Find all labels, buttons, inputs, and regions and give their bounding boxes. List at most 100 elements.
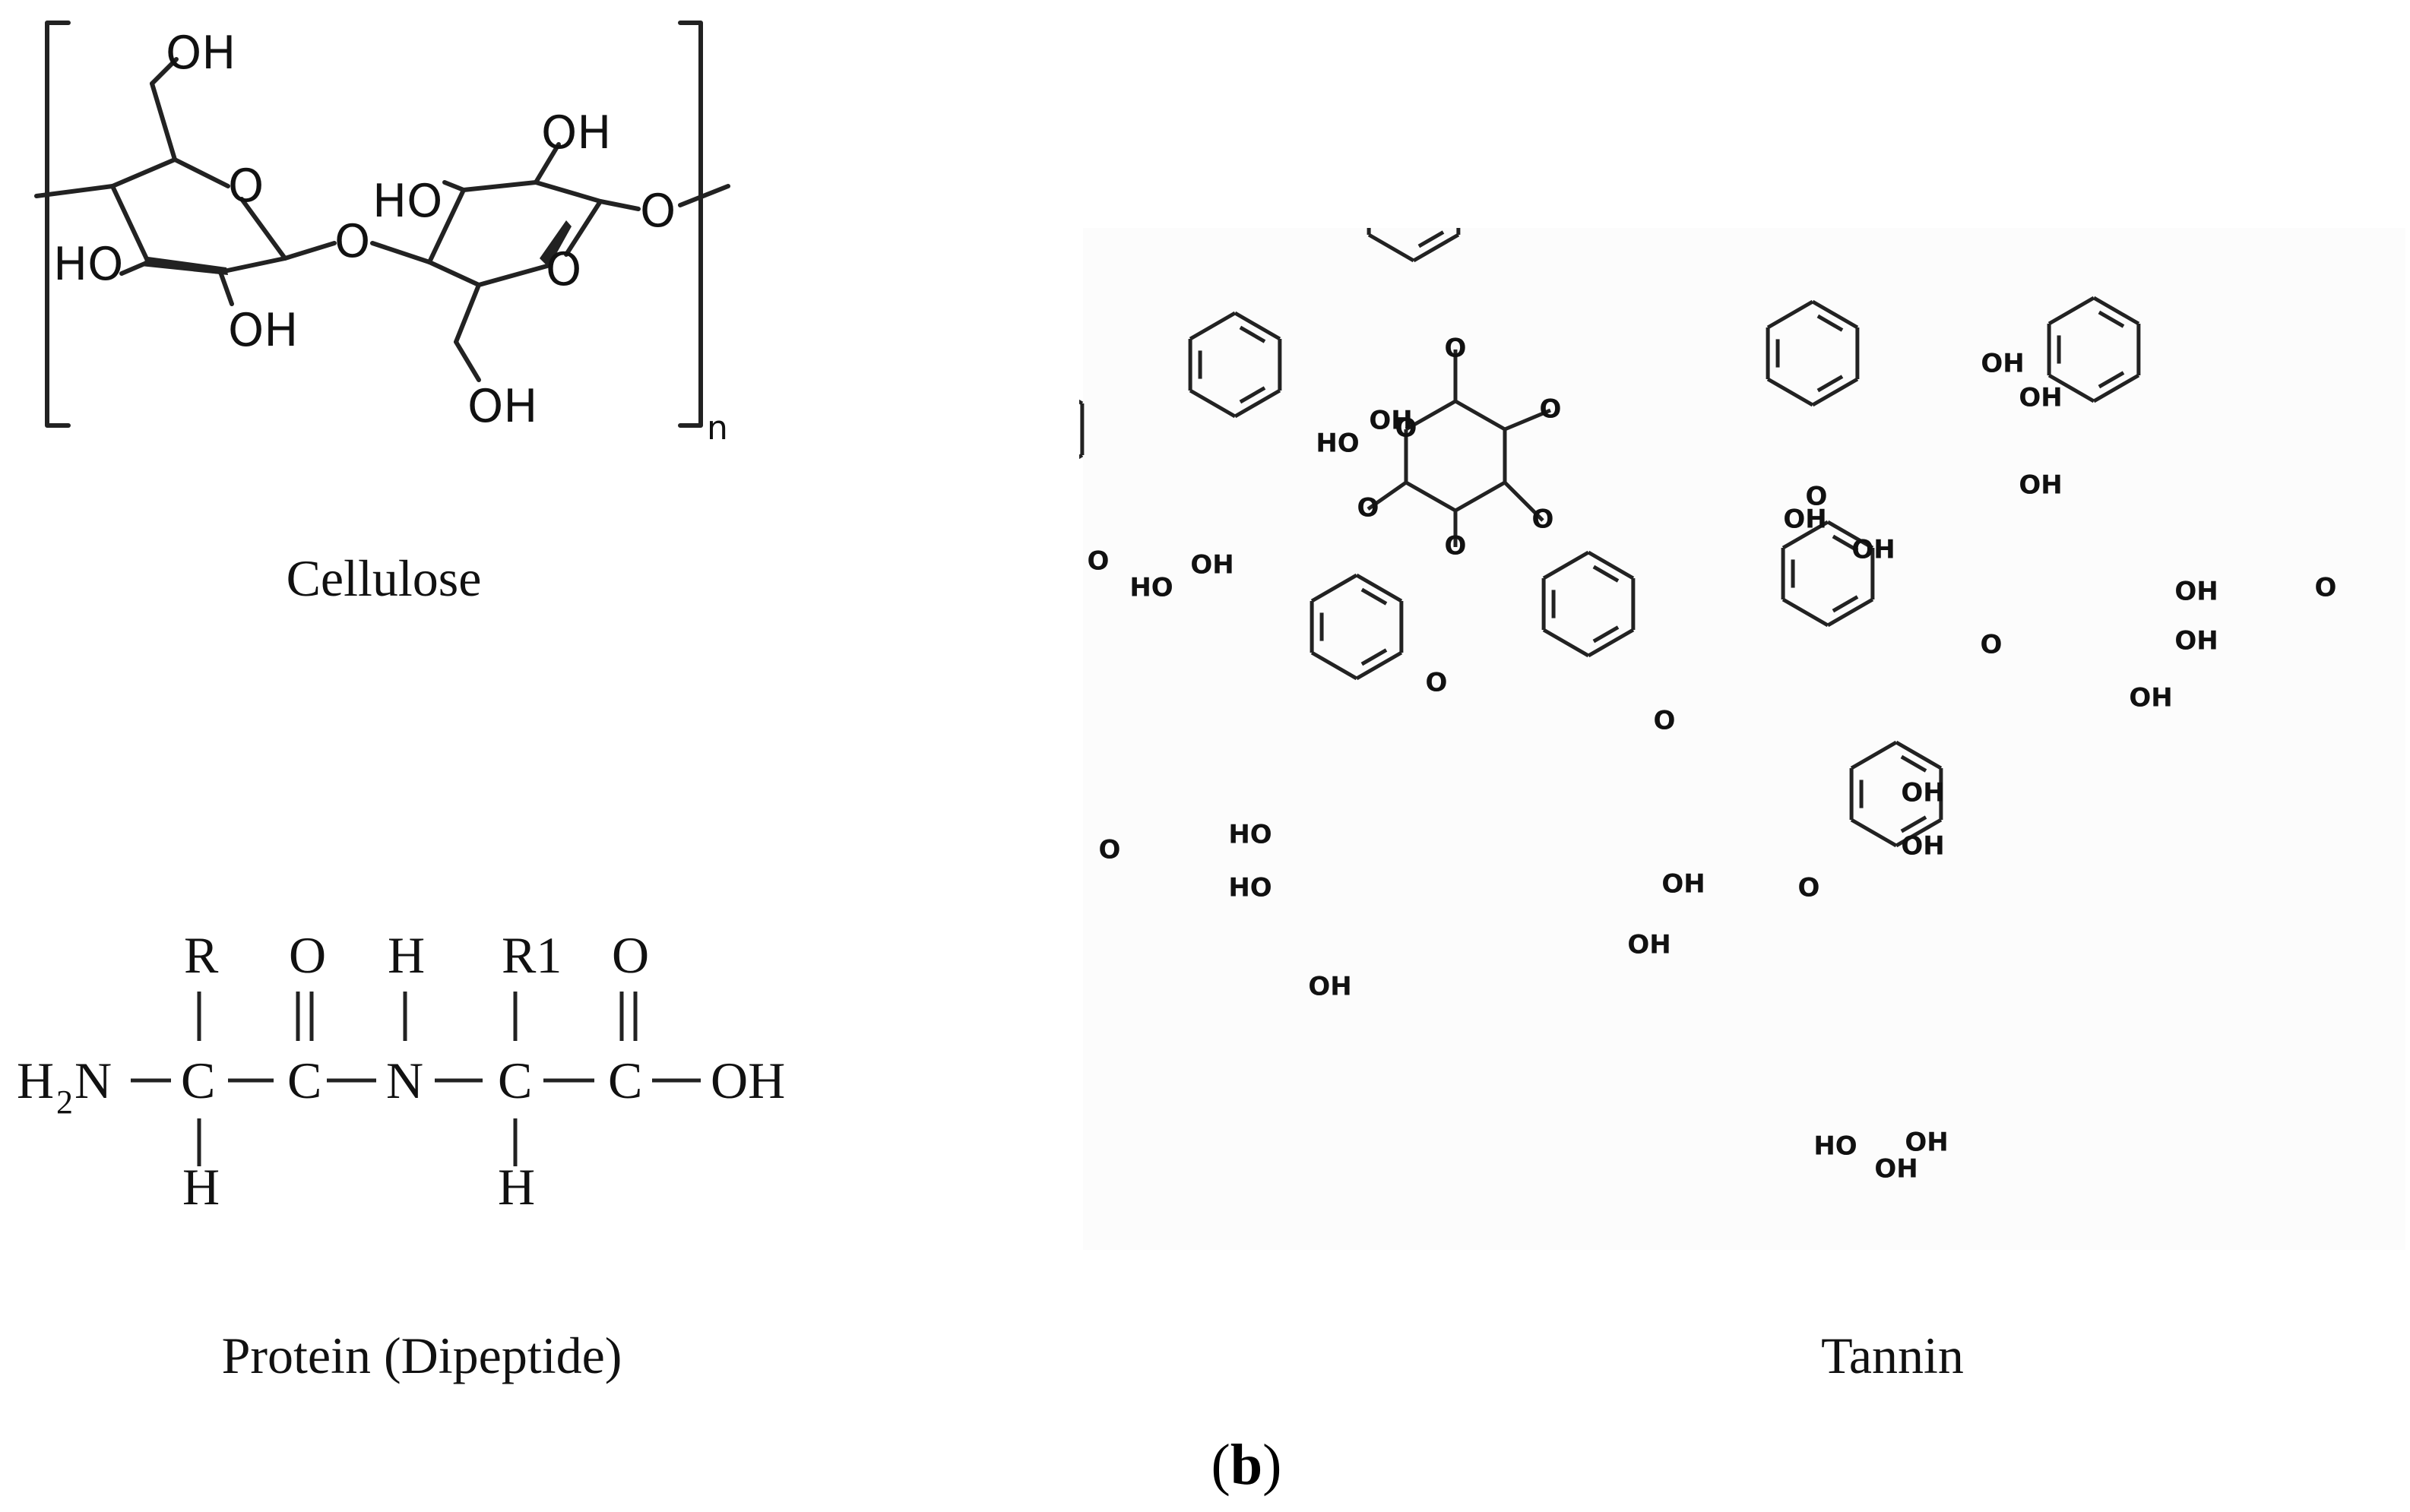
atom-carbonyl-o: O <box>1798 873 1820 903</box>
atom-o: O <box>1532 505 1554 535</box>
panel-label-close: ) <box>1262 1433 1282 1497</box>
atom-hydroxyl: HO <box>1228 873 1272 903</box>
ring-bond <box>2047 373 2095 403</box>
ring-double-bond <box>1816 314 1844 332</box>
atom-oh: OH <box>711 1052 785 1109</box>
atom-o: O <box>1445 334 1467 364</box>
atom-c: C <box>498 1052 532 1109</box>
atom-oh: OH <box>467 380 537 433</box>
caption-cellulose: Cellulose <box>286 549 482 607</box>
atom-h: H <box>388 926 425 984</box>
atom-carbonyl-o: O <box>1654 706 1676 736</box>
atom-ho: HO <box>372 175 442 228</box>
atom-ho: HO <box>53 238 123 291</box>
atom-n: N <box>74 1052 112 1109</box>
ring-double-bond <box>2098 310 2125 328</box>
ester-bond <box>1503 481 1544 522</box>
ring-double-bond <box>1239 386 1266 404</box>
ring-bond <box>1234 388 1281 419</box>
ring-bond <box>1542 628 1590 658</box>
atom-carbonyl-o: O <box>1099 835 1121 865</box>
ring-bond <box>2092 373 2140 403</box>
ring-double-bond <box>1900 754 1927 773</box>
caption-tannin: Tannin <box>1821 1327 1964 1384</box>
ring-double-bond <box>1360 648 1388 666</box>
atom-carbonyl-o: O <box>1806 482 1828 512</box>
ring-bond <box>1587 628 1635 658</box>
right-bracket <box>678 21 703 428</box>
panel-label-letter: b <box>1230 1433 1263 1497</box>
atom-c: C <box>181 1052 215 1109</box>
ring-bond <box>1811 299 1859 330</box>
atom-hydroxyl: OH <box>1627 930 1671 960</box>
ester-bond <box>1367 480 1408 511</box>
atom-carbonyl-o: O <box>2315 573 2337 603</box>
sugar-ring-bond <box>1405 480 1457 513</box>
ring-bond <box>1355 650 1403 681</box>
ring-double-bond <box>1832 595 1859 613</box>
ring-bond <box>1367 232 1415 263</box>
atom-n: N <box>386 1052 423 1109</box>
ring-bond <box>1826 597 1874 628</box>
atom-o: O <box>289 926 326 984</box>
atom-h: H <box>182 1158 220 1216</box>
ring-bond <box>1355 573 1403 603</box>
atom-oh: OH <box>541 106 611 160</box>
ring-bond <box>1587 550 1635 580</box>
dipeptide-structure: R O H R1 O H 2 N C C N C C OH H H <box>17 926 785 1216</box>
ring-bond <box>1895 818 1943 848</box>
ring-bond <box>1766 377 1814 407</box>
atom-o: O <box>1540 394 1562 425</box>
atom-subscript-2: 2 <box>56 1083 73 1121</box>
ring-double-bond <box>1592 625 1620 644</box>
atom-hydroxyl: OH <box>1981 349 2024 379</box>
panel-label-open: ( <box>1211 1433 1230 1497</box>
atom-o: O <box>612 926 649 984</box>
atom-o: O <box>1445 531 1467 561</box>
ring-bond <box>1234 311 1281 341</box>
ring-bond <box>1542 550 1590 580</box>
ring-bond <box>1781 597 1829 628</box>
left-bracket <box>45 21 71 428</box>
atom-hydroxyl: OH <box>1369 406 1412 436</box>
ring-double-bond <box>1360 587 1388 606</box>
ring-bond <box>1310 573 1358 603</box>
ring-bond <box>1811 377 1859 407</box>
ring-bond <box>1079 399 1084 406</box>
atom-c: C <box>287 1052 321 1109</box>
ring-double-bond <box>1816 375 1844 393</box>
atom-hydroxyl: OH <box>1783 505 1826 535</box>
sugar-ring-bond <box>1405 399 1457 432</box>
ester-bond <box>1504 408 1551 432</box>
ring-double-bond <box>1900 815 1927 833</box>
atom-hydroxyl: OH <box>1851 535 1895 565</box>
atom-r: R <box>184 926 219 984</box>
atom-hydroxyl: OH <box>2129 683 2172 713</box>
atom-h: H <box>498 1158 535 1216</box>
atom-o: O <box>1357 493 1379 524</box>
ring-bond <box>1826 520 1874 550</box>
sugar-ring-bond <box>1454 399 1506 432</box>
atom-hydroxyl: OH <box>2174 577 2218 607</box>
ring-double-bond <box>1239 325 1266 343</box>
ring-bond <box>1310 650 1358 681</box>
atom-hydroxyl: HO <box>1316 429 1359 459</box>
ring-bond <box>1766 299 1814 330</box>
atom-carbonyl-o: O <box>1981 630 2003 660</box>
atom-hydroxyl: OH <box>1308 972 1351 1002</box>
atom-o: O <box>334 215 370 268</box>
atom-h: H <box>17 1052 54 1109</box>
ring-bond <box>1079 453 1084 460</box>
ring-bond <box>2047 296 2095 326</box>
atom-r1: R1 <box>502 926 562 984</box>
atom-o: O <box>546 243 581 296</box>
ring-bond <box>1850 740 1898 770</box>
ring-double-bond <box>1592 565 1620 583</box>
ring-bond <box>1189 311 1237 341</box>
atom-o: O <box>228 160 264 213</box>
ring-bond <box>1895 740 1943 770</box>
atom-hydroxyl: OH <box>2174 626 2218 656</box>
atom-hydroxyl: OH <box>1901 831 1944 862</box>
atom-o: O <box>640 185 676 238</box>
ring-bond <box>1781 520 1829 550</box>
